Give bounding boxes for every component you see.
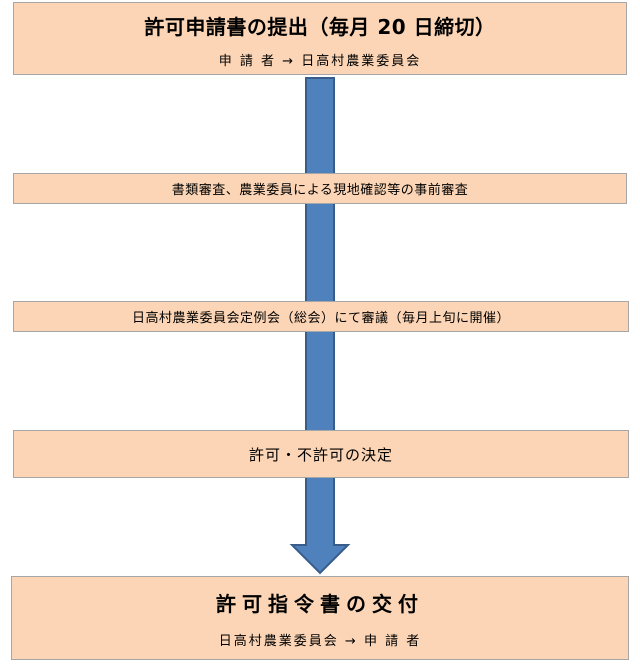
step-title: 許可申請書の提出（毎月 20 日締切） (144, 15, 496, 39)
step-text: 書類審査、農業委員による現地確認等の事前審査 (171, 183, 469, 198)
step-application-submission: 許可申請書の提出（毎月 20 日締切） 申 請 者 → 日高村農業委員会 (13, 2, 627, 75)
step-text: 許可・不許可の決定 (248, 445, 393, 464)
step-title: 許可指令書の交付 (216, 592, 424, 616)
step-text: 日高村農業委員会定例会（総会）にて審議（毎月上旬に開催） (131, 311, 510, 326)
step-decision: 許可・不許可の決定 (13, 430, 629, 478)
step-subtitle: 日高村農業委員会 → 申 請 者 (218, 634, 422, 649)
step-committee-deliberation: 日高村農業委員会定例会（総会）にて審議（毎月上旬に開催） (13, 301, 629, 332)
step-subtitle: 申 請 者 → 日高村農業委員会 (218, 54, 422, 69)
step-document-review: 書類審査、農業委員による現地確認等の事前審査 (13, 173, 627, 204)
step-permit-issuance: 許可指令書の交付 日高村農業委員会 → 申 請 者 (11, 576, 629, 660)
